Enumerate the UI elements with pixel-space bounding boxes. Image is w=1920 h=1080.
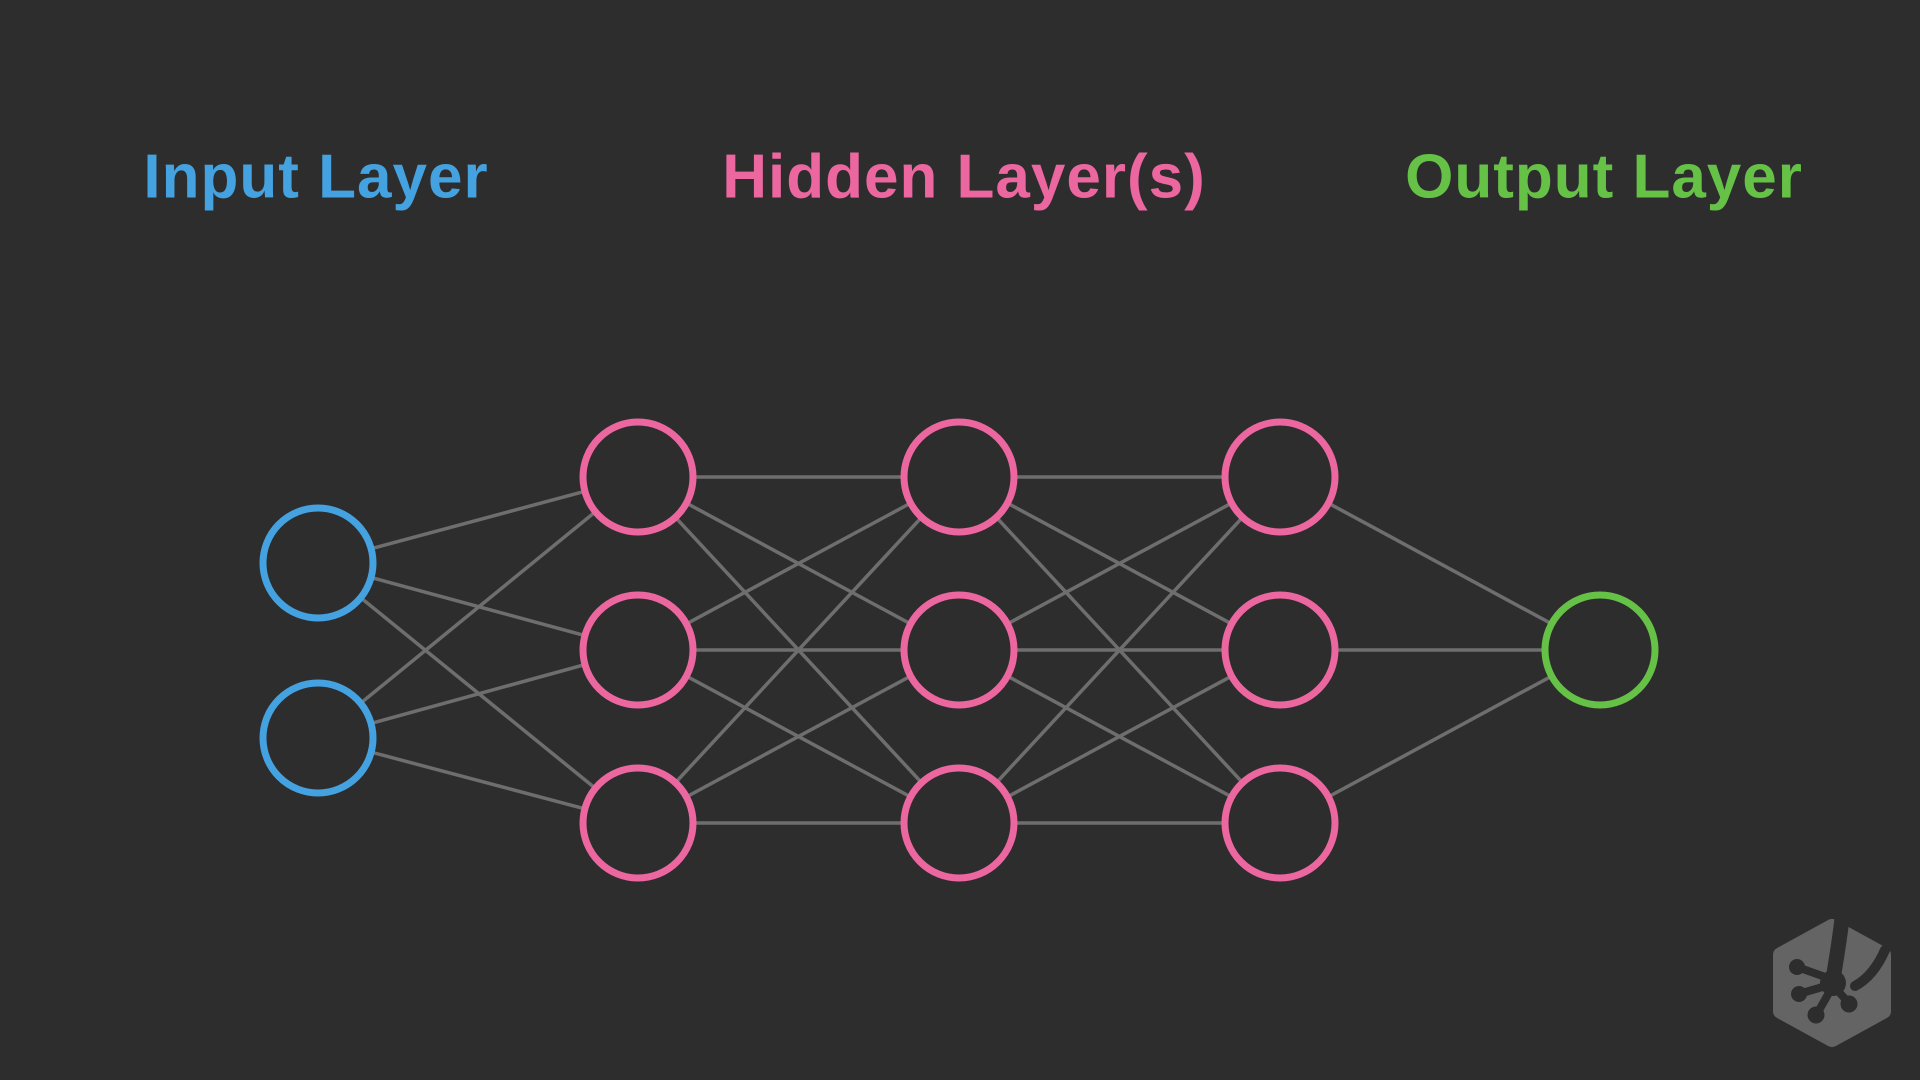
input-layer-label: Input Layer <box>143 142 489 212</box>
output-layer-label: Output Layer <box>1405 142 1803 212</box>
hexagon-gecko-foot-logo <box>1773 910 1891 1047</box>
edge-hidden-2-to-hidden-3 <box>958 648 1281 825</box>
edge-hidden-2-to-hidden-3 <box>957 475 1282 825</box>
edge-hidden-1-to-hidden-2 <box>637 648 960 825</box>
node-input-2 <box>259 679 377 797</box>
node-hidden-1-2 <box>579 591 697 709</box>
edge-hidden-1-to-hidden-2 <box>637 475 960 652</box>
gecko-foot-cutout <box>1789 910 1890 1024</box>
edge-hidden-1-to-hidden-2 <box>636 475 961 825</box>
edge-hidden-2-to-hidden-3 <box>958 475 1281 652</box>
node-hidden-3-3 <box>1221 764 1339 882</box>
edge-hidden-3-to-output <box>1279 648 1601 825</box>
hidden-layer-label: Hidden Layer(s) <box>722 142 1206 212</box>
node-input-1 <box>259 504 377 622</box>
node-hidden-2-2 <box>900 591 1018 709</box>
node-hidden-2-3 <box>900 764 1018 882</box>
node-hidden-3-2 <box>1221 591 1339 709</box>
node-hidden-1-3 <box>579 764 697 882</box>
edge-input-to-hidden-1 <box>316 475 640 740</box>
node-hidden-2-1 <box>900 418 1018 536</box>
node-hidden-1-1 <box>579 418 697 536</box>
node-output-1 <box>1541 591 1659 709</box>
edge-hidden-3-to-output <box>1279 475 1601 652</box>
node-hidden-3-1 <box>1221 418 1339 536</box>
